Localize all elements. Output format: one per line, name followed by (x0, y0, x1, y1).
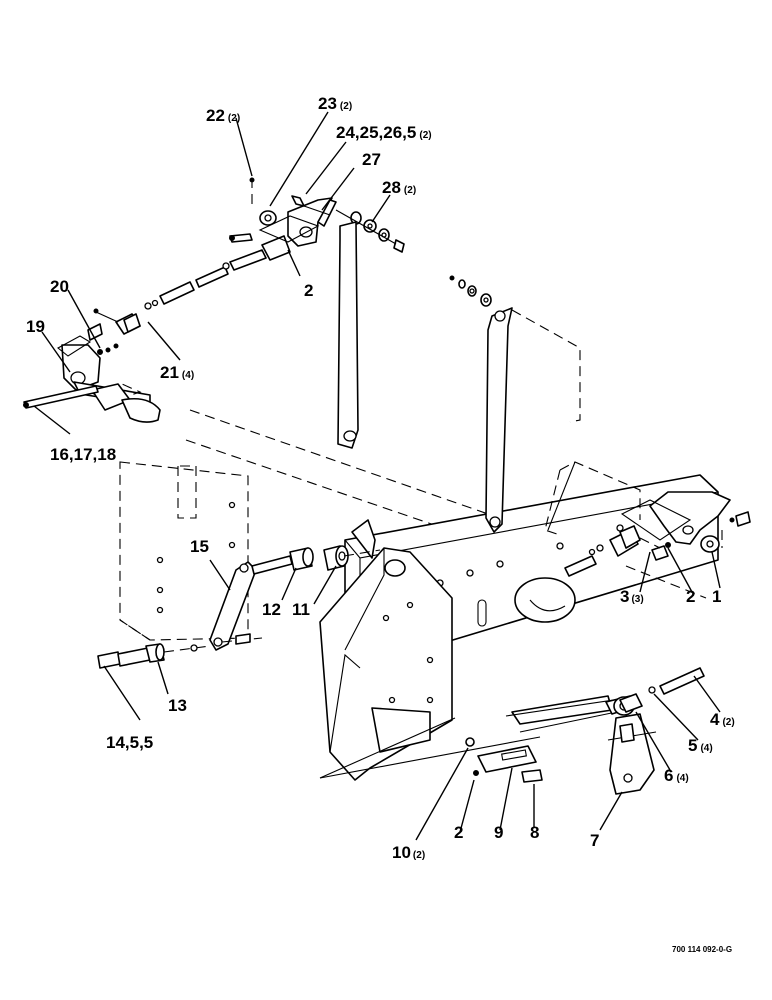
callout-6: 6(4) (664, 766, 689, 785)
callout-11: 11 (292, 600, 310, 619)
callout-28: 28(2) (382, 178, 416, 197)
callout-24-25-26-5: 24,25,26,5(2) (336, 123, 432, 142)
leader-lines (33, 111, 721, 841)
callout-2-right: 2 (686, 587, 695, 606)
upper-center-bracket (222, 177, 405, 449)
left-lever-assembly (97, 545, 381, 669)
callout-2-lower: 2 (454, 823, 463, 842)
callout-3: 3(3) (620, 587, 644, 606)
callout-14-5-5: 14,5,5 (106, 733, 153, 752)
lower-right-assembly (465, 667, 705, 795)
callout-15: 15 (190, 537, 209, 556)
drawing-reference-number: 700 114 092-0-G (672, 945, 732, 954)
left-pivot-assembly (23, 266, 229, 423)
right-bracket-assembly (564, 491, 751, 599)
callout-21: 21(4) (160, 363, 194, 382)
callout-2-upper: 2 (304, 281, 313, 300)
callout-10: 10(2) (392, 843, 425, 862)
callout-5: 5(4) (688, 736, 713, 755)
callout-23: 23(2) (318, 94, 352, 113)
callout-1: 1 (712, 587, 721, 606)
callout-7: 7 (590, 831, 599, 850)
right-link-arm (449, 275, 581, 533)
callout-8: 8 (530, 823, 539, 842)
callout-13: 13 (168, 696, 187, 715)
callout-labels: 22(2) 23(2) 24,25,26,5(2) 27 28(2) 2 20 … (26, 94, 735, 862)
main-frame (119, 409, 719, 781)
callout-27: 27 (362, 150, 381, 169)
callout-12: 12 (262, 600, 281, 619)
callout-19: 19 (26, 317, 45, 336)
callout-20: 20 (50, 277, 69, 296)
callout-22: 22(2) (206, 106, 240, 125)
callout-16-17-18: 16,17,18 (50, 445, 116, 464)
callout-9: 9 (494, 823, 503, 842)
callout-4: 4(2) (710, 710, 735, 729)
